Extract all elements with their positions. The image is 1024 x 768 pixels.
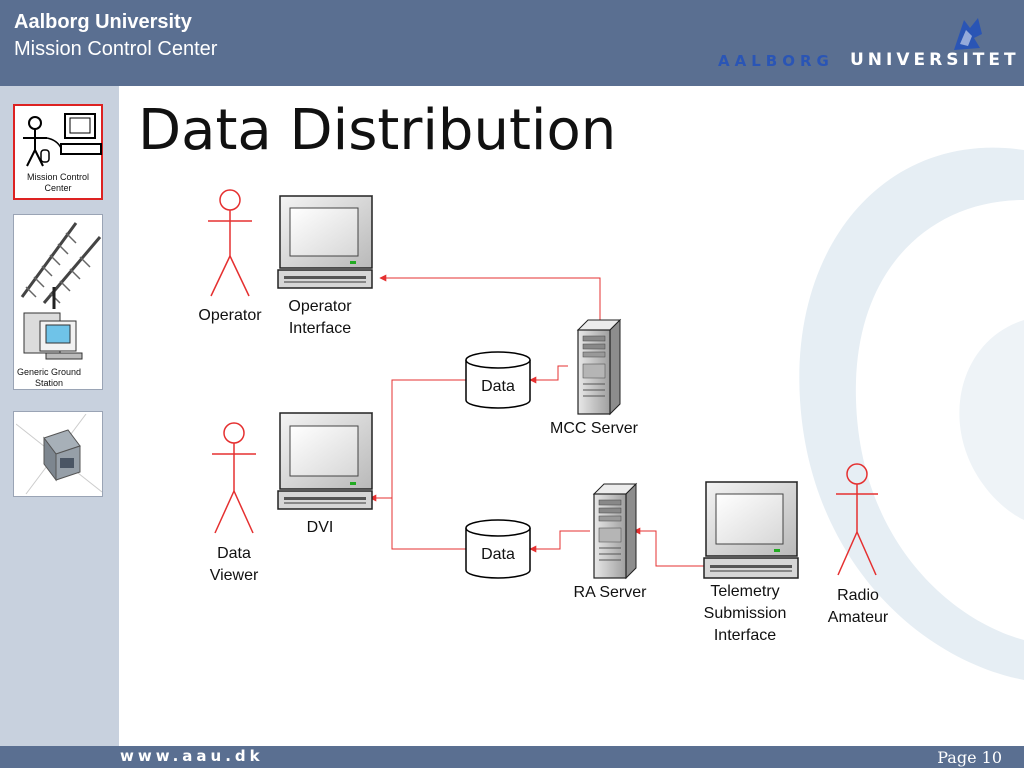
cubesat-icon <box>16 414 102 495</box>
telemetry-computer-icon <box>703 481 799 579</box>
sidebar-item-satellite[interactable] <box>13 411 103 497</box>
slide-title: Data Distribution <box>138 98 617 163</box>
university-name: Aalborg University <box>14 11 192 33</box>
radio-amateur-label: Radio Amateur <box>827 587 889 626</box>
sidebar-item-label: Generic Ground Station <box>16 367 82 388</box>
data-store-bottom-icon <box>465 519 531 579</box>
mcc-server-label: MCC Server <box>549 420 638 437</box>
link-mcc-to-operator-interface <box>379 274 601 322</box>
header-bar: Aalborg University Mission Control Cente… <box>0 0 1024 86</box>
mcc-server-tower-icon <box>576 318 622 416</box>
operator-computer-icon <box>23 113 102 167</box>
logo-text-universitet: UNIVERSITET <box>850 50 1020 70</box>
dvi-label: DVI <box>306 519 334 536</box>
sidebar-item-ground-station[interactable]: Generic Ground Station <box>13 214 103 390</box>
dvi-computer-icon <box>277 412 374 510</box>
sidebar-item-label: Mission Control Center <box>26 172 90 193</box>
link-data-bus <box>391 379 466 550</box>
link-ra-to-data <box>529 530 590 553</box>
ra-server-tower-icon <box>592 482 638 580</box>
operator-interface-computer-icon <box>277 195 374 289</box>
sidebar: Mission Control Center Generic Ground St… <box>0 86 119 746</box>
data-viewer-person-icon <box>212 422 256 534</box>
link-telemetry-to-ra <box>633 527 706 567</box>
aau-logo: AALBORG UNIVERSITET <box>716 14 1016 74</box>
logo-text-aalborg: AALBORG <box>718 52 834 70</box>
data-viewer-label: Data Viewer <box>209 545 259 584</box>
antenna-station-icon <box>20 222 102 360</box>
website-link[interactable]: www.aau.dk <box>120 747 264 765</box>
telemetry-interface-label: Telemetry Submission Interface <box>703 583 787 644</box>
page-number: Page 10 <box>937 748 1002 767</box>
operator-interface-label: Operator Interface <box>288 298 352 337</box>
footer-bar: www.aau.dk Page 10 <box>0 746 1024 768</box>
operator-label: Operator <box>198 307 262 324</box>
ra-server-label: RA Server <box>573 584 647 601</box>
aau-logo-mark-icon <box>954 18 982 50</box>
radio-amateur-person-icon <box>836 463 878 576</box>
university-seal-watermark <box>799 147 1024 680</box>
operator-person-icon <box>208 189 252 297</box>
data-store-top-icon <box>465 351 531 409</box>
sidebar-item-mission-control[interactable]: Mission Control Center <box>13 104 103 200</box>
center-name: Mission Control Center <box>14 38 218 60</box>
data-bottom-label: Data <box>481 546 515 563</box>
link-mcc-to-data <box>529 365 568 384</box>
data-top-label: Data <box>481 378 515 395</box>
